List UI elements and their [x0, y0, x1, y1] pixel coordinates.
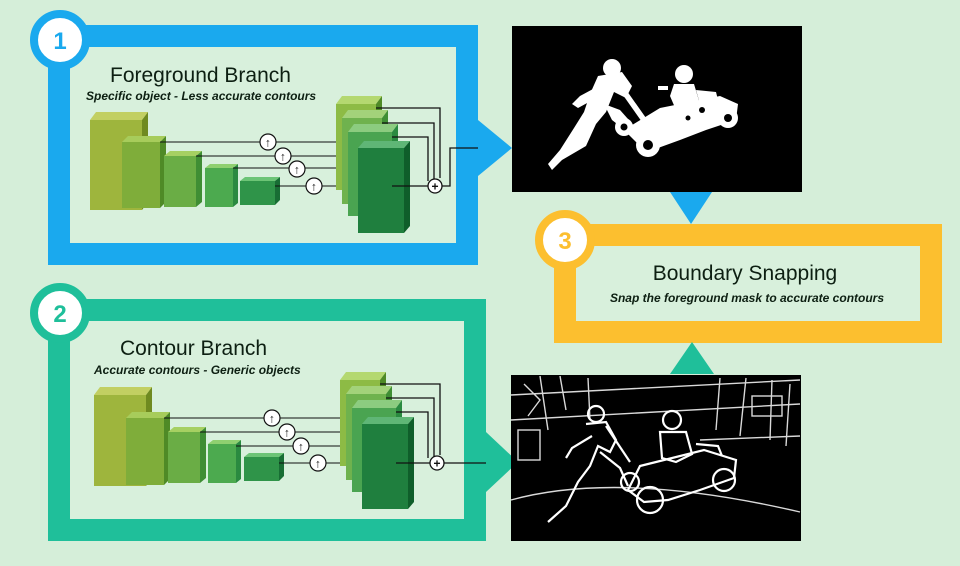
- upsample-icon: [309, 454, 327, 472]
- step-2-number: 2: [53, 301, 66, 328]
- foreground-to-mask-arrow: [478, 120, 512, 176]
- contour-encoder-layer-5: [244, 457, 279, 481]
- foreground-side-output-4: [358, 148, 404, 233]
- foreground-encoder-layer-4: [205, 168, 233, 207]
- svg-text:↑: ↑: [298, 440, 304, 454]
- foreground-encoder-layer-3: [164, 156, 196, 207]
- step-3-number: 3: [558, 228, 571, 255]
- contour-encoder: [94, 387, 284, 486]
- foreground-mask-image: [512, 26, 802, 192]
- upsample-icon: [259, 133, 277, 151]
- boundary-snapping-title: Boundary Snapping: [653, 262, 837, 285]
- foreground-skip-connections: [160, 141, 346, 187]
- foreground-upsample-nodes: ↑ ↑ ↑ ↑: [259, 133, 323, 195]
- svg-text:↑: ↑: [269, 412, 275, 426]
- foreground-encoder: [90, 112, 280, 210]
- contour-to-edges-arrow: [486, 432, 518, 492]
- step-3-badge: [535, 210, 595, 270]
- upsample-icon: [292, 437, 310, 455]
- contour-side-outputs: [340, 372, 414, 509]
- svg-text:↑: ↑: [294, 163, 300, 177]
- svg-text:↑: ↑: [280, 150, 286, 164]
- svg-text:↑: ↑: [311, 180, 317, 194]
- boundary-snapping-subtitle: Snap the foreground mask to accurate con…: [610, 291, 884, 305]
- upsample-icon: [305, 177, 323, 195]
- upsample-icon: [274, 147, 292, 165]
- foreground-fusion-wires: +: [376, 107, 488, 194]
- svg-text:↑: ↑: [284, 426, 290, 440]
- contour-branch-title: Contour Branch: [120, 337, 267, 360]
- svg-text:+: +: [433, 457, 440, 471]
- contour-branch-panel: 2 Contour Branch Accurate contours - Gen…: [30, 283, 498, 541]
- upsample-icon: [288, 160, 306, 178]
- contour-encoder-layer-2: [126, 418, 164, 485]
- step-2-badge: [30, 283, 90, 343]
- svg-text:↑: ↑: [315, 457, 321, 471]
- boundary-snapping-frame: [554, 224, 942, 343]
- edges-to-snapping-arrow: [670, 342, 714, 374]
- step-1-badge: [30, 10, 90, 70]
- contour-upsample-nodes: ↑ ↑ ↑ ↑: [263, 409, 327, 472]
- boundary-snapping-panel: 3 Boundary Snapping Snap the foreground …: [535, 210, 942, 343]
- foreground-branch-subtitle: Specific object - Less accurate contours: [86, 89, 316, 103]
- contour-map-image: [510, 375, 801, 541]
- contour-side-output-4: [362, 424, 408, 509]
- contour-encoder-layer-4: [208, 444, 236, 483]
- upsample-icon: [263, 409, 281, 427]
- contour-encoder-layer-3: [168, 432, 200, 483]
- upsample-icon: [278, 423, 296, 441]
- foreground-branch-title: Foreground Branch: [110, 64, 291, 87]
- foreground-branch-panel: 1 Foreground Branch Specific object - Le…: [30, 10, 488, 265]
- contour-branch-subtitle: Accurate contours - Generic objects: [93, 363, 301, 377]
- step-1-number: 1: [53, 28, 66, 55]
- contour-fusion-wires: +: [380, 383, 498, 471]
- foreground-side-outputs: [336, 96, 410, 233]
- foreground-encoder-layer-2: [122, 142, 160, 208]
- svg-text:+: +: [431, 180, 438, 194]
- svg-text:↑: ↑: [265, 136, 271, 150]
- foreground-encoder-layer-5: [240, 181, 275, 205]
- mask-to-snapping-arrow: [670, 192, 712, 224]
